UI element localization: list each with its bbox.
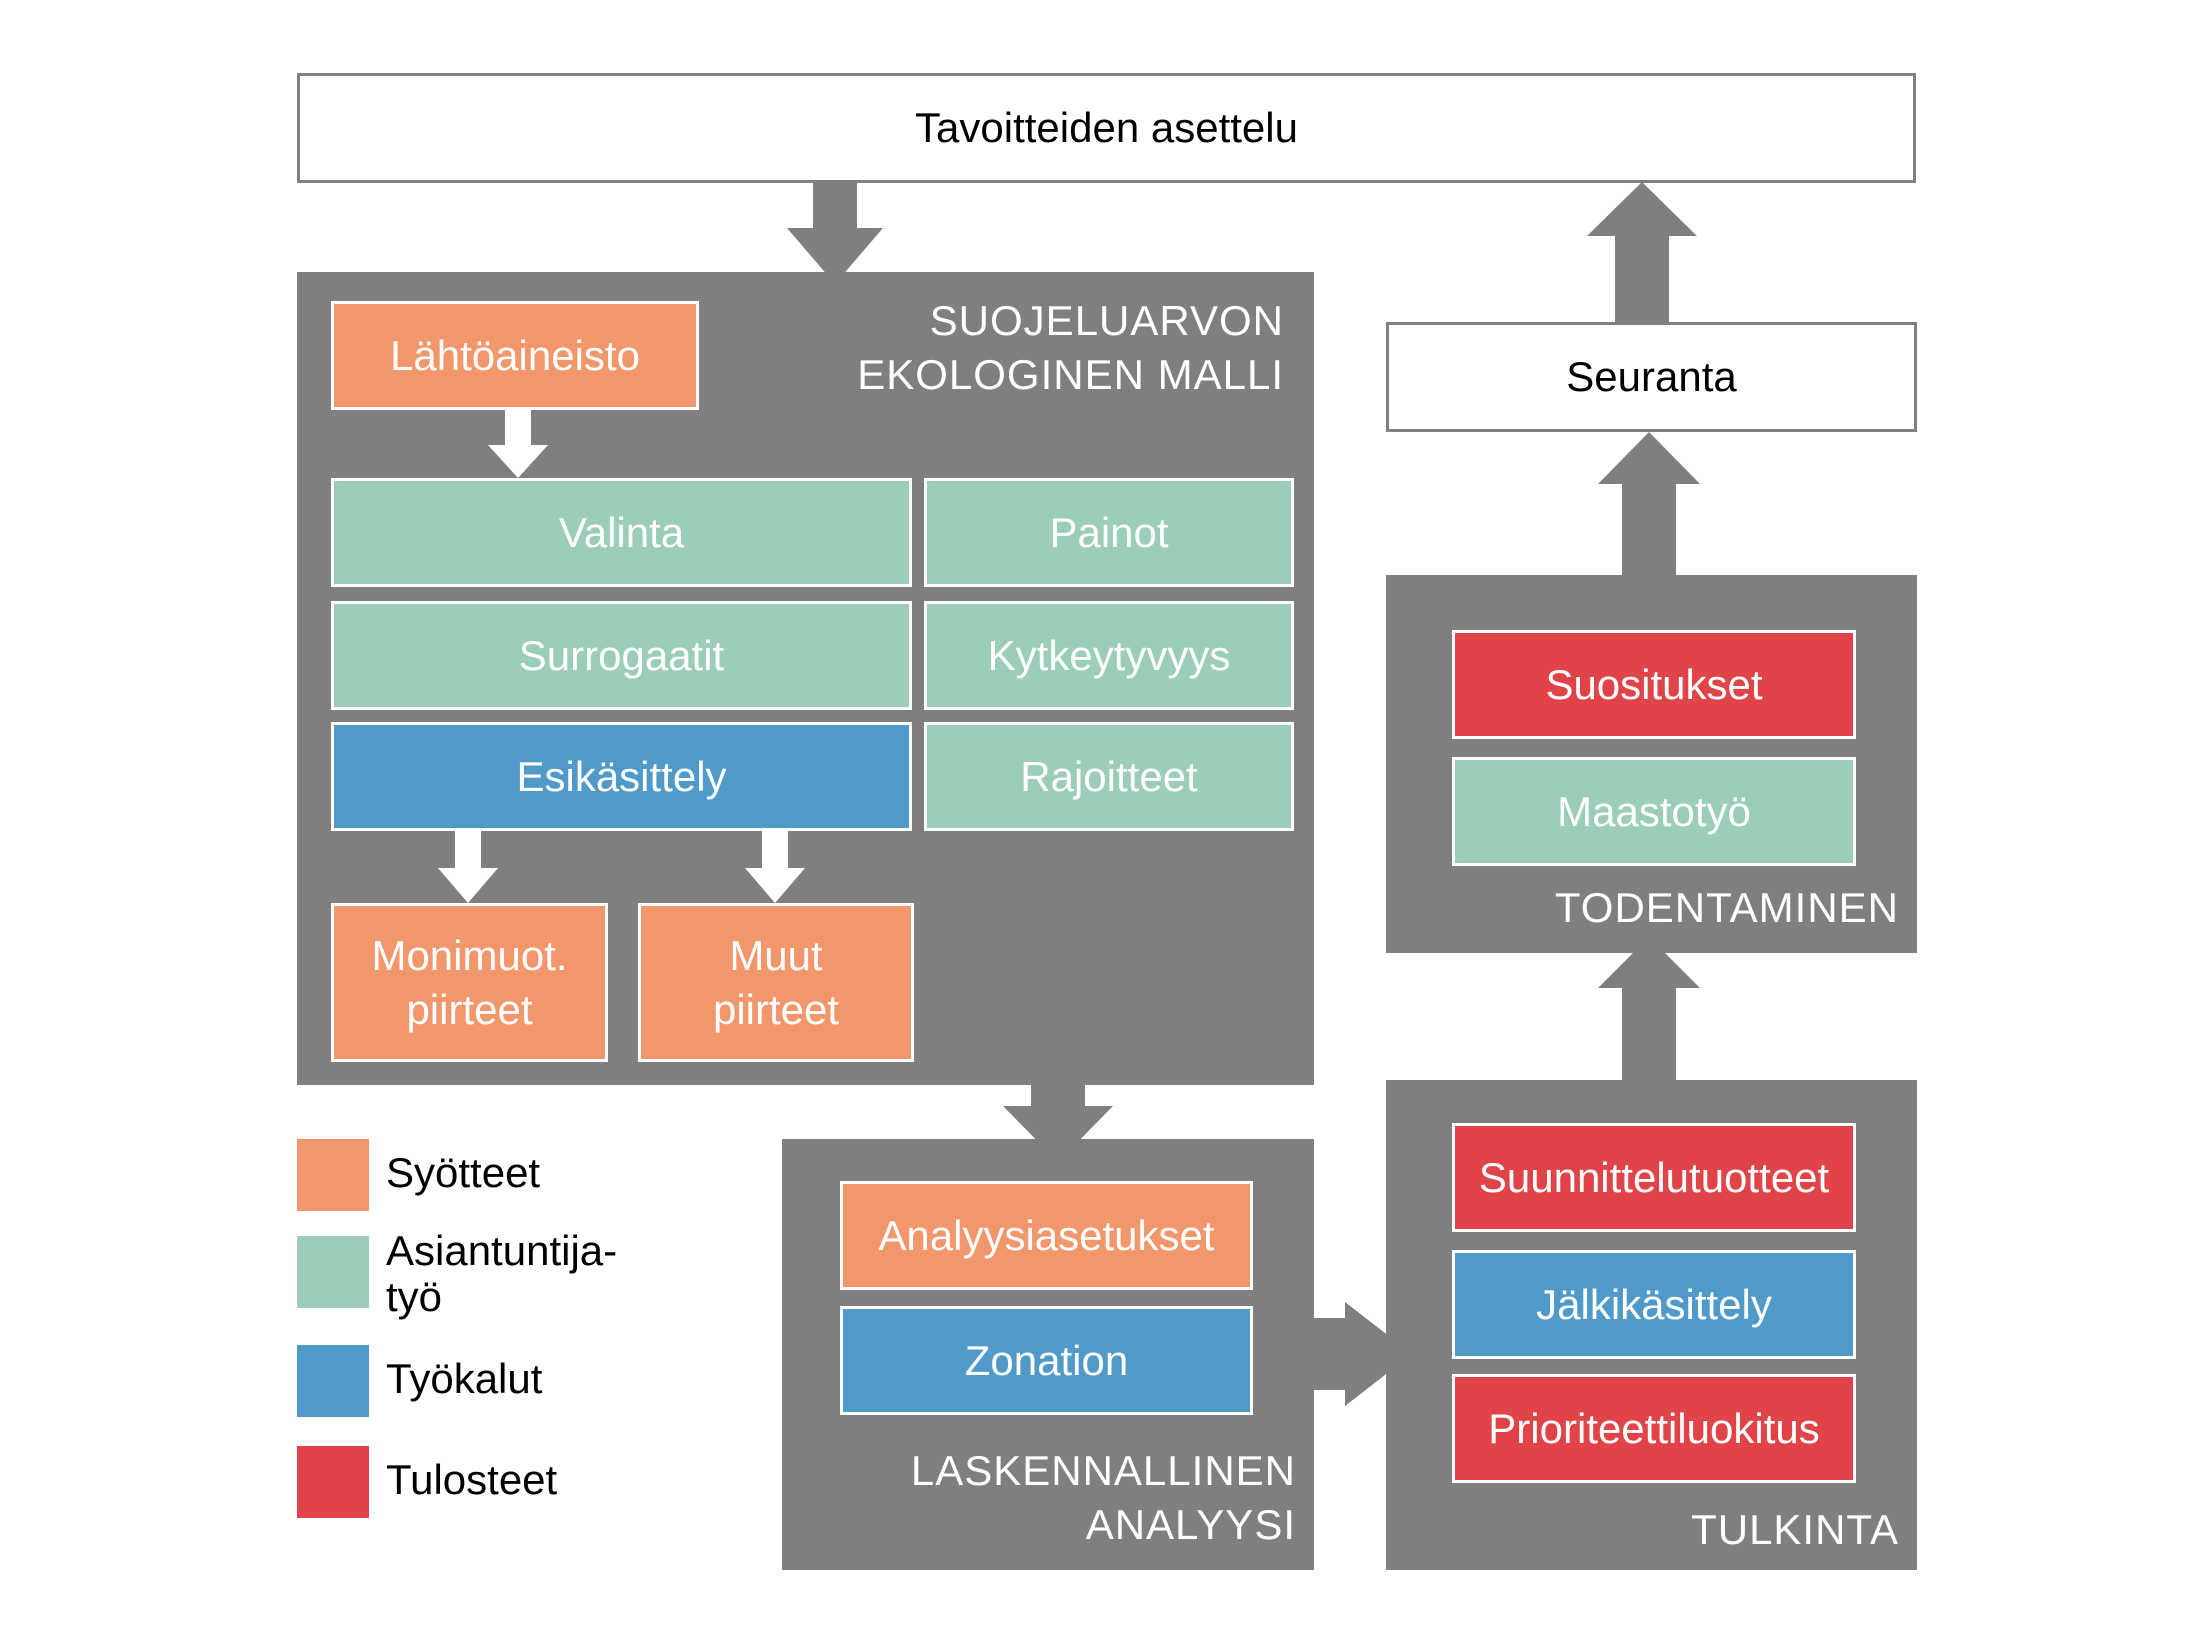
ecological-model-title: SUOJELUARVON EKOLOGINEN MALLI xyxy=(857,297,1284,398)
preprocessing-box: Esikäsittely xyxy=(331,722,912,831)
priority-ranking-box: Prioriteettiluokitus xyxy=(1452,1374,1856,1483)
arrow-analysis-to-interpretation xyxy=(1310,1302,1412,1406)
monitoring-box: Seuranta xyxy=(1386,322,1917,432)
surrogates-label: Surrogaatit xyxy=(518,631,725,679)
goal-setting-box: Tavoitteiden asettelu xyxy=(297,73,1916,183)
constraints-box: Rajoitteet xyxy=(924,722,1294,831)
postprocessing-box: Jälkikäsittely xyxy=(1452,1250,1856,1359)
other-features-box: Muut piirteet xyxy=(638,903,914,1062)
arrow-preprocessing-to-other xyxy=(745,831,805,903)
goal-setting-label: Tavoitteiden asettelu xyxy=(915,104,1298,151)
postprocessing-label: Jälkikäsittely xyxy=(1536,1280,1772,1328)
legend-swatch-tools xyxy=(297,1345,369,1417)
legend-label-tools: Työkalut xyxy=(386,1355,543,1402)
legend-swatch-expert-work xyxy=(297,1236,369,1308)
arrow-monitoring-to-goal xyxy=(1587,182,1697,322)
biodiversity-features-box: Monimuot. piirteet xyxy=(331,903,608,1062)
arrow-interpretation-to-verification xyxy=(1598,937,1700,1080)
surrogates-box: Surrogaatit xyxy=(331,601,912,710)
zonation-label: Zonation xyxy=(964,1336,1129,1384)
recommendations-box: Suositukset xyxy=(1452,630,1856,739)
planning-products-box: Suunnittelutuotteet xyxy=(1452,1123,1856,1232)
verification-title: TODENTAMINEN xyxy=(1554,884,1899,931)
selection-label: Valinta xyxy=(558,508,685,556)
arrow-model-to-analysis xyxy=(1003,1085,1113,1162)
weights-box: Painot xyxy=(924,478,1294,587)
weights-label: Painot xyxy=(1049,508,1169,556)
analysis-settings-box: Analyysiasetukset xyxy=(840,1181,1253,1290)
recommendations-label: Suositukset xyxy=(1545,660,1763,708)
fieldwork-label: Maastotyö xyxy=(1557,787,1751,835)
interpretation-title: TULKINTA xyxy=(1691,1506,1899,1553)
monitoring-label: Seuranta xyxy=(1566,353,1737,400)
connectivity-box: Kytkeytyvyys xyxy=(924,601,1294,710)
legend-swatch-outputs xyxy=(297,1446,369,1518)
other-features-label: Muut piirteet xyxy=(712,931,840,1033)
legend-label-inputs: Syötteet xyxy=(386,1149,541,1196)
preprocessing-label: Esikäsittely xyxy=(516,752,727,800)
legend-swatch-inputs xyxy=(297,1139,369,1211)
arrow-source-to-selection xyxy=(488,410,548,478)
arrow-verification-to-monitoring xyxy=(1598,432,1700,575)
arrow-preprocessing-to-biodiversity xyxy=(438,831,498,903)
constraints-label: Rajoitteet xyxy=(1020,752,1198,800)
source-data-box: Lähtöaineisto xyxy=(331,301,699,410)
source-data-label: Lähtöaineisto xyxy=(390,331,640,379)
planning-products-label: Suunnittelutuotteet xyxy=(1478,1153,1830,1201)
connectivity-label: Kytkeytyvyys xyxy=(987,631,1231,679)
priority-ranking-label: Prioriteettiluokitus xyxy=(1488,1404,1820,1452)
biodiversity-features-label: Monimuot. piirteet xyxy=(371,931,568,1033)
selection-box: Valinta xyxy=(331,478,912,587)
arrow-goal-to-model xyxy=(787,180,883,284)
fieldwork-box: Maastotyö xyxy=(1452,757,1856,866)
legend-label-outputs: Tulosteet xyxy=(386,1456,558,1503)
computational-analysis-title: LASKENNALLINEN ANALYYSI xyxy=(910,1447,1296,1548)
zonation-box: Zonation xyxy=(840,1306,1253,1415)
analysis-settings-label: Analyysiasetukset xyxy=(878,1211,1215,1259)
legend-label-expert-work: Asiantuntija- työ xyxy=(386,1227,618,1320)
